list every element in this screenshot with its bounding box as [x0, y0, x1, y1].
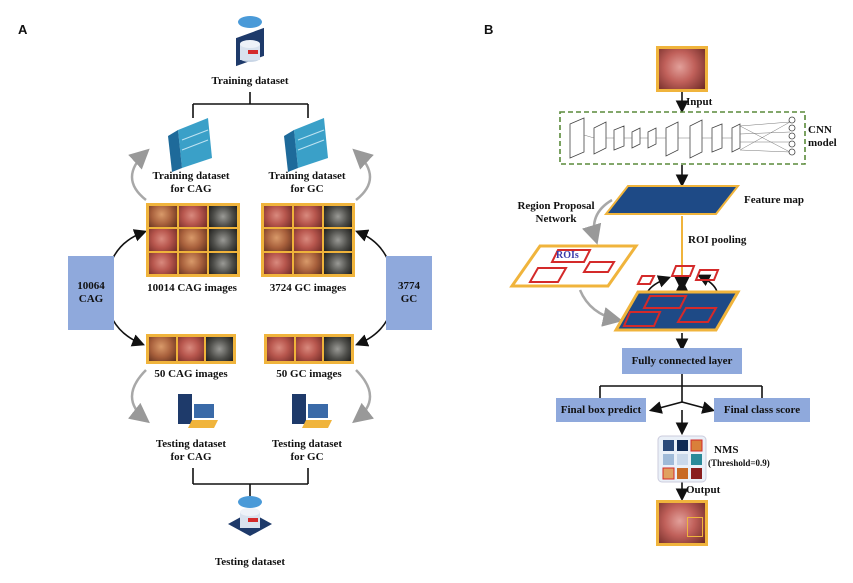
- testing-gc-label: Testing dataset for GC: [271, 438, 343, 463]
- laptop-server-icon-cag: [178, 394, 218, 428]
- feature-map-shape: [603, 185, 741, 215]
- test-gc-image-strip: [264, 334, 354, 364]
- training-gc-label: Training dataset for GC: [268, 170, 346, 195]
- gc-images-label: 3724 GC images: [269, 282, 347, 294]
- feature-map-label: Feature map: [744, 194, 804, 206]
- output-label: Output: [686, 484, 721, 496]
- cag-count-box: 10064 CAG: [68, 256, 114, 330]
- laptop-server-icon-gc: [292, 394, 332, 428]
- input-label: Input: [686, 96, 713, 108]
- server-rack-icon-cag: [168, 118, 212, 172]
- cloud-database-icon-bottom: [228, 496, 272, 536]
- test-cag-images-label: 50 CAG images: [154, 368, 228, 380]
- server-rack-icon-gc: [284, 118, 328, 172]
- testing-cag-label: Testing dataset for CAG: [155, 438, 227, 463]
- nms-label: NMS: [714, 444, 739, 456]
- output-image: [656, 500, 708, 546]
- input-image: [656, 46, 708, 92]
- rois-label: ROIs: [556, 250, 579, 261]
- cag-image-grid: [146, 203, 240, 277]
- cloud-database-icon-top: [236, 16, 264, 67]
- rpn-label: Region Proposal Network: [517, 200, 595, 225]
- panel-a-letter: A: [18, 22, 28, 37]
- testing-dataset-label: Testing dataset: [214, 556, 286, 568]
- fully-connected-box: Fully connected layer: [622, 348, 742, 374]
- final-class-score-box: Final class score: [714, 398, 810, 422]
- rois-shape: [509, 244, 639, 288]
- training-dataset-label: Training dataset: [211, 75, 289, 87]
- final-box-predict-box: Final box predict: [556, 398, 646, 422]
- nms-threshold-label: (Threshold=0.9): [708, 458, 770, 468]
- gc-count-box: 3774 GC: [386, 256, 432, 330]
- training-cag-label: Training dataset for CAG: [152, 170, 230, 195]
- panel-b-letter: B: [484, 22, 494, 37]
- roi-pooling-label: ROI pooling: [688, 234, 747, 246]
- gc-image-grid: [261, 203, 355, 277]
- cag-images-label: 10014 CAG images: [147, 282, 237, 294]
- detection-box: [687, 517, 703, 537]
- cnn-model-label: CNN model: [808, 124, 837, 149]
- test-gc-images-label: 50 GC images: [276, 368, 342, 380]
- test-cag-image-strip: [146, 334, 236, 364]
